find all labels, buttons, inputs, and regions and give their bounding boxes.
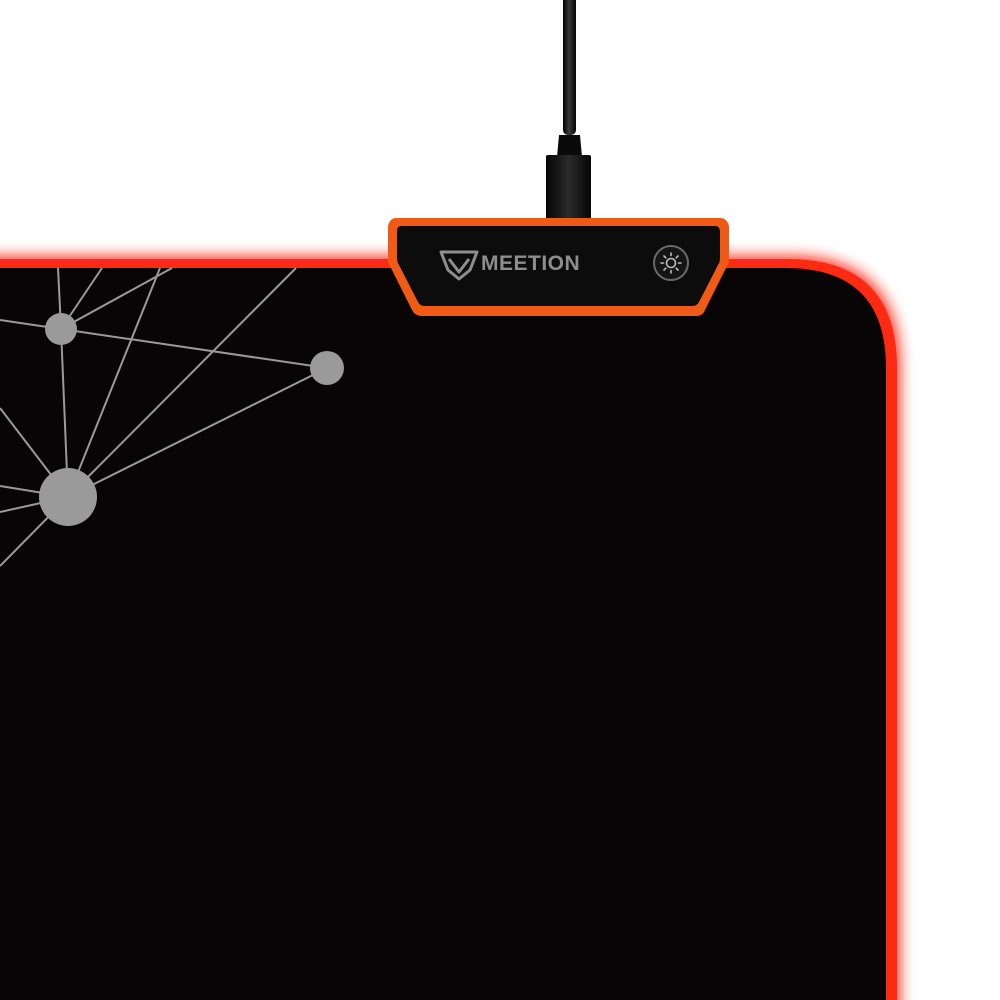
cable-strain-relief [557,135,582,157]
control-hub-body [397,226,720,306]
sun-icon [660,252,682,274]
usb-cable [563,0,576,135]
constellation-node [310,351,344,385]
brand-wordmark: MEETION [481,252,580,275]
meetion-logo-icon [439,250,479,281]
mat-surface [0,268,886,1000]
usb-plug [546,155,591,221]
constellation-node [39,468,97,526]
constellation-nodes [39,313,344,526]
constellation-node [45,313,77,345]
light-button-ring[interactable] [653,245,689,281]
light-mode-button[interactable] [653,245,689,281]
